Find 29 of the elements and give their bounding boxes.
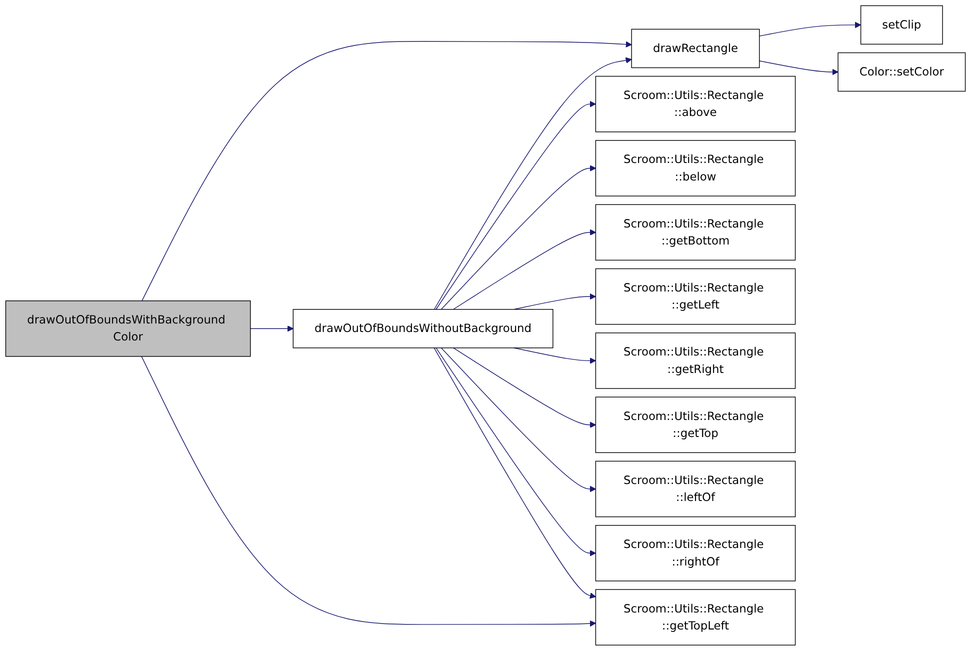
arrow: [250, 326, 294, 332]
node-box: drawOutOfBoundsWithBackground Color: [5, 300, 251, 357]
arrow: [513, 294, 596, 310]
node-box: drawRectangle: [631, 28, 760, 68]
node-box: drawOutOfBoundsWithoutBackground: [292, 309, 554, 348]
arrow: [434, 57, 632, 310]
node-box: Scroom::Utils::Rectangle ::leftOf: [595, 460, 796, 518]
node-box: Scroom::Utils::Rectangle ::getBottom: [595, 204, 796, 261]
arrow: [142, 41, 632, 302]
arrow: [436, 101, 596, 310]
node-box: Scroom::Utils::Rectangle ::above: [595, 76, 796, 132]
node-box: Scroom::Utils::Rectangle ::rightOf: [595, 525, 796, 582]
arrow: [440, 348, 596, 492]
node-box: Scroom::Utils::Rectangle ::getTopLeft: [595, 589, 796, 646]
node-box: setClip: [860, 5, 943, 45]
arrow: [513, 348, 596, 364]
node-box: Scroom::Utils::Rectangle ::getRight: [595, 332, 796, 389]
arrow: [436, 348, 596, 556]
node-box: Scroom::Utils::Rectangle ::getLeft: [595, 268, 796, 325]
node-box: Color::setColor: [838, 52, 966, 92]
arrow: [452, 229, 596, 310]
arrow: [434, 348, 596, 599]
arrow: [759, 22, 862, 37]
arrow: [452, 348, 596, 428]
arrow: [759, 60, 838, 76]
arrow: [141, 356, 596, 627]
arrow: [440, 165, 596, 310]
node-box: Scroom::Utils::Rectangle ::below: [595, 140, 796, 196]
node-box: Scroom::Utils::Rectangle ::getTop: [595, 396, 796, 454]
